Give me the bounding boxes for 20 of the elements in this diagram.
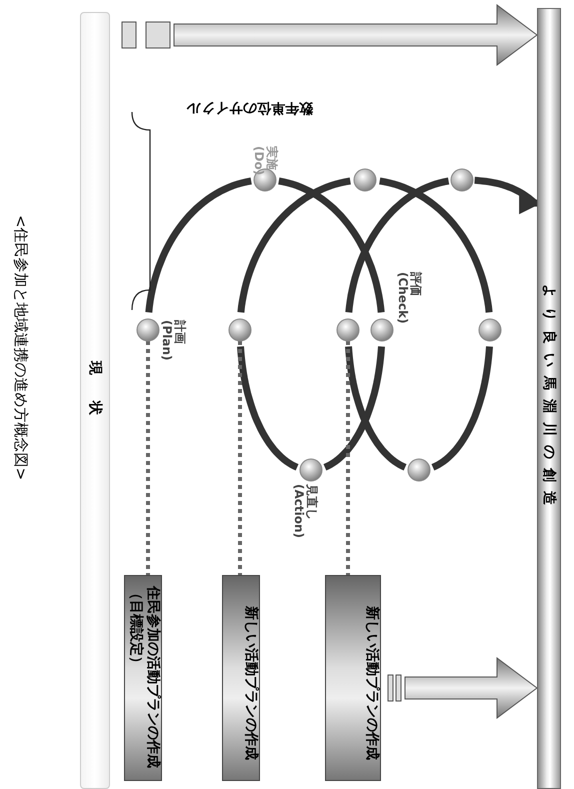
cycle-point xyxy=(300,458,322,482)
cycle-point xyxy=(408,458,430,482)
cycle-point xyxy=(336,318,360,342)
plan-box: 新しい活動プランの作成 xyxy=(325,575,381,781)
plan-box: 新しい活動プランの作成 xyxy=(222,575,260,781)
caption: <住民参加と地域連携の進め方概念図> xyxy=(11,215,30,482)
goal-bar: より良い馬淵川の創造 xyxy=(537,8,561,789)
cycle-point xyxy=(450,168,474,192)
phase-label: 計画 (Plan) xyxy=(159,320,186,363)
cycle-point xyxy=(228,318,252,342)
cycle-point xyxy=(354,168,376,192)
cycle-point xyxy=(370,318,394,342)
plan-box: 住民参加の活動プランの作成（目標設定） xyxy=(124,575,162,781)
cycle-point xyxy=(136,318,160,342)
cycle-label: 数年単位のサイクル xyxy=(186,99,314,114)
cycle-point xyxy=(478,318,502,342)
phase-label: 見直し (Action) xyxy=(291,484,318,540)
phase-label: 評価 (Check) xyxy=(395,272,422,326)
status-band: 現状 xyxy=(80,12,110,789)
phase-label: 実施 (Do) xyxy=(251,146,278,178)
